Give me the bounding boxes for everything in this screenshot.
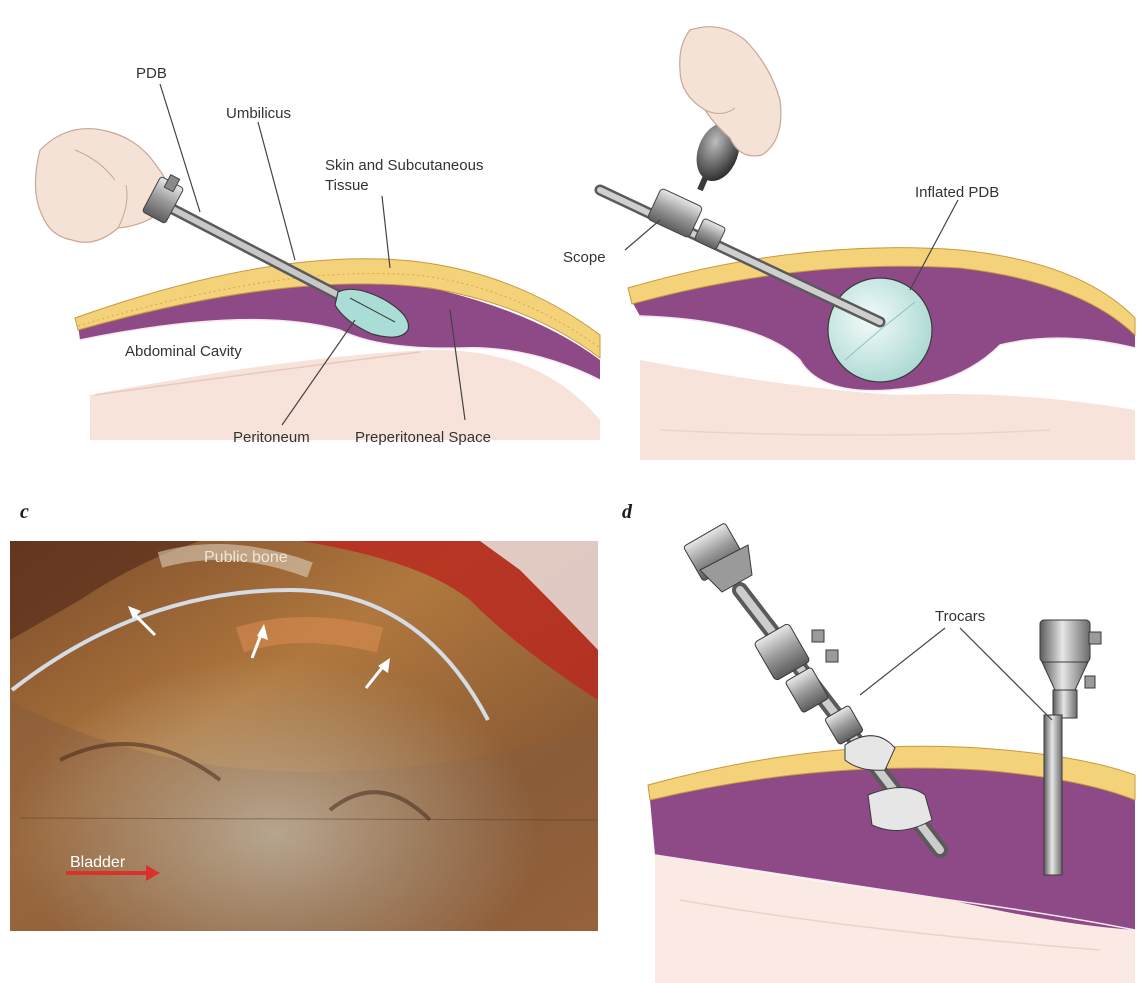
label-bladder: Bladder: [70, 854, 126, 871]
label-umbilicus: Umbilicus: [226, 105, 291, 122]
label-abdominal-cavity: Abdominal Cavity: [125, 343, 242, 360]
label-skin-subcutaneous-line1: Skin and Subcutaneous: [325, 157, 483, 174]
label-preperitoneal-space: Preperitoneal Space: [355, 429, 491, 446]
label-pdb: PDB: [136, 65, 167, 82]
panel-c-letter: c: [20, 501, 29, 523]
panel-b: Scope Inflated PDB: [563, 27, 1135, 460]
panel-c-endoscopic-photo: Public bone Bladder: [10, 541, 598, 931]
hand-illustration-b: [680, 27, 781, 156]
abdominal-cavity-region: [90, 350, 600, 440]
panel-d: Trocars: [648, 523, 1135, 983]
label-trocars: Trocars: [935, 608, 985, 625]
label-skin-subcutaneous-line2: Tissue: [325, 177, 369, 194]
label-inflated-pdb: Inflated PDB: [915, 184, 999, 201]
label-scope: Scope: [563, 249, 606, 266]
label-peritoneum: Peritoneum: [233, 429, 310, 446]
panel-d-letter: d: [622, 501, 633, 523]
label-pubic-bone: Public bone: [204, 549, 288, 566]
hand-illustration: [35, 129, 168, 243]
panel-a: PDB Umbilicus Skin and Subcutaneous Tiss…: [35, 65, 600, 446]
